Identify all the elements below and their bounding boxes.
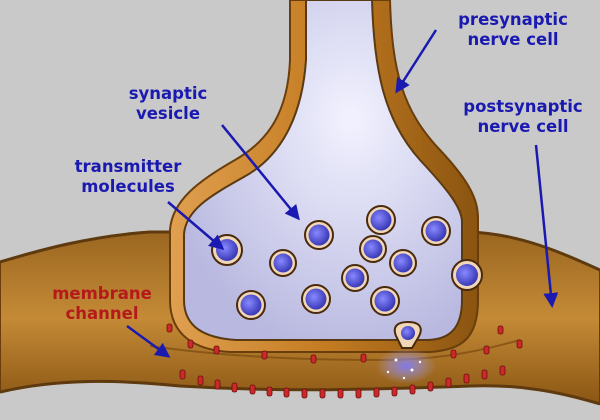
vesicle-icon <box>237 291 265 319</box>
membrane-channel-icon <box>356 389 361 398</box>
membrane-channel-icon <box>392 387 397 396</box>
vesicle-icon <box>390 250 416 276</box>
membrane-channel-icon <box>500 366 505 375</box>
membrane-channel-icon <box>338 389 343 398</box>
vesicle-icon <box>360 236 386 262</box>
channel-label-line2: channel <box>40 304 164 324</box>
vesicle-label-line2: vesicle <box>108 104 228 124</box>
vesicle-icon <box>342 265 368 291</box>
transmitter-label-line1: transmitter <box>58 157 198 177</box>
transmitter-release-cloud <box>376 348 436 384</box>
vesicle-icon <box>270 250 296 276</box>
synaptic-vesicle-label: synaptic vesicle <box>108 84 228 124</box>
presynaptic-label-line1: presynaptic <box>438 10 588 30</box>
vesicle-icon <box>302 285 330 313</box>
vesicle-icon <box>422 217 450 245</box>
transmitter-label-line2: molecules <box>58 177 198 197</box>
membrane-channel-label: membrane channel <box>40 284 164 324</box>
transmitter-label: transmitter molecules <box>58 157 198 197</box>
membrane-channel-icon <box>188 340 193 348</box>
membrane-channel-icon <box>446 378 451 387</box>
presynaptic-label-line2: nerve cell <box>438 30 588 50</box>
membrane-channel-icon <box>361 354 366 362</box>
vesicle-icon <box>212 235 242 265</box>
membrane-channel-icon <box>410 385 415 394</box>
vesicle-icon <box>452 260 482 290</box>
membrane-channel-icon <box>482 370 487 379</box>
membrane-channel-icon <box>215 380 220 389</box>
presynaptic-label: presynaptic nerve cell <box>438 10 588 50</box>
membrane-channel-icon <box>517 340 522 348</box>
membrane-channel-icon <box>198 376 203 385</box>
vesicle-label-line1: synaptic <box>108 84 228 104</box>
postsynaptic-label-line2: nerve cell <box>448 117 598 137</box>
vesicle-icon <box>371 287 399 315</box>
membrane-channel-icon <box>180 370 185 379</box>
membrane-channel-icon <box>232 383 237 392</box>
membrane-channel-icon <box>250 385 255 394</box>
membrane-channel-icon <box>214 346 219 354</box>
membrane-channel-icon <box>464 374 469 383</box>
membrane-channel-icon <box>262 351 267 359</box>
arrow-icon <box>397 30 436 91</box>
postsynaptic-label-line1: postsynaptic <box>448 97 598 117</box>
membrane-channel-icon <box>311 355 316 363</box>
membrane-channel-icon <box>167 324 172 332</box>
vesicle-icon <box>367 206 395 234</box>
membrane-channel-icon <box>284 388 289 397</box>
membrane-channel-icon <box>484 346 489 354</box>
membrane-channel-icon <box>374 388 379 397</box>
membrane-channel-icon <box>428 382 433 391</box>
membrane-channel-icon <box>498 326 503 334</box>
postsynaptic-label: postsynaptic nerve cell <box>448 97 598 137</box>
membrane-channel-icon <box>267 387 272 396</box>
membrane-channel-icon <box>451 350 456 358</box>
membrane-channel-icon <box>320 389 325 398</box>
membrane-channel-icon <box>302 389 307 398</box>
vesicle-icon <box>305 221 333 249</box>
channel-label-line1: membrane <box>40 284 164 304</box>
